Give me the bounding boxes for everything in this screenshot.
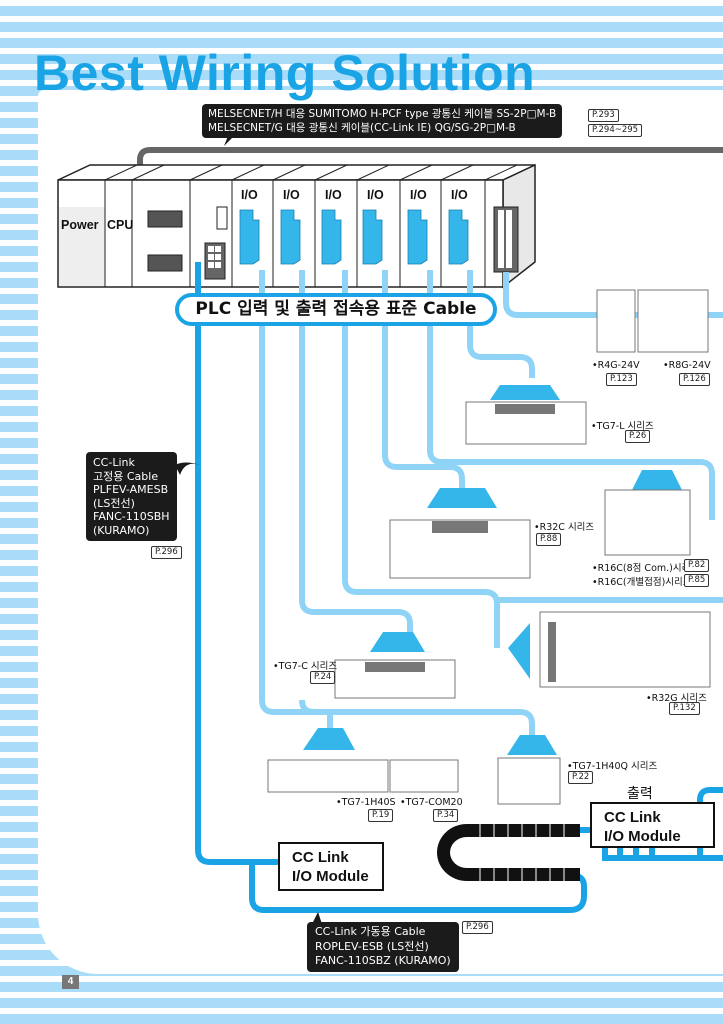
callout-line: FANC-110SBZ (KURAMO): [315, 954, 451, 967]
cc-link-fixed-callout: CC-Link 고정용 Cable PLFEV-AMESB (LS전선) FAN…: [86, 452, 177, 541]
cable-io-1: [259, 270, 535, 735]
plc-cable-label: PLC 입력 및 출력 접속용 표준 Cable: [175, 293, 497, 326]
cable-io-5: [427, 270, 715, 520]
callout-line: CC-Link: [93, 456, 135, 469]
device-tg7-1h40q: [497, 735, 561, 805]
callout-line: FANC-110SBH: [93, 510, 170, 523]
module-label: CC Link: [604, 809, 661, 826]
io-module-label: I/O: [410, 188, 427, 202]
module-label: I/O Module: [292, 868, 369, 885]
cable-io-4: [382, 270, 465, 488]
cc-link-moving-callout: CC-Link 가동용 Cable ROPLEV-ESB (LS전선) FANC…: [307, 922, 459, 972]
cable-terminal: [503, 272, 723, 318]
product-label: •TG7-COM20: [400, 797, 463, 808]
module-label: CC Link: [292, 849, 349, 866]
page-title: Best Wiring Solution: [34, 45, 536, 101]
product-label: •R16C(개별접점)시리즈: [592, 577, 692, 588]
page-ref[interactable]: P.294~295: [588, 124, 643, 137]
device-r8g: [637, 289, 709, 353]
page-number: 4: [62, 975, 79, 989]
page-ref[interactable]: P.82: [684, 559, 710, 572]
cc-link-io-module-left: CC Link I/O Module: [278, 842, 384, 891]
cable-io-2b: [299, 699, 315, 715]
output-label: 출력: [627, 786, 653, 802]
io-module-label: I/O: [241, 188, 258, 202]
io-module-label: I/O: [367, 188, 384, 202]
device-tg7-1h40s: [267, 728, 389, 793]
cc-link-fixed-cable: [195, 262, 280, 865]
product-label: •R16C(8점 Com.)시리즈: [592, 563, 700, 574]
device-r32g: [508, 611, 711, 688]
power-module-label: Power: [61, 218, 99, 232]
device-tg7-l: [465, 385, 587, 445]
device-r4g: [596, 289, 636, 353]
callout-pointer-bottom: [312, 912, 322, 924]
callout-pointer-left: [175, 462, 200, 475]
page-ref[interactable]: P.88: [536, 533, 562, 546]
page-ref[interactable]: P.293: [588, 109, 619, 122]
cc-link-io-module-right: CC Link I/O Module: [590, 802, 715, 848]
callout-line: 고정용 Cable: [93, 469, 159, 483]
io-connector-4: [362, 209, 383, 265]
page-ref[interactable]: P.19: [368, 809, 394, 822]
device-tg7-com20: [389, 759, 459, 793]
page-ref[interactable]: P.85: [684, 574, 710, 587]
io-module-label: I/O: [325, 188, 342, 202]
cable-chain: [437, 824, 580, 881]
optical-connector-1: [147, 210, 183, 228]
page-ref[interactable]: P.123: [606, 373, 637, 386]
page-ref[interactable]: P.22: [568, 771, 594, 784]
cable-io-3: [342, 270, 500, 648]
io-module-label: I/O: [283, 188, 300, 202]
cable-io-2: [299, 270, 413, 632]
product-label: •TG7-1H40Q 시리즈: [567, 761, 658, 772]
page-ref[interactable]: P.296: [151, 546, 182, 559]
io-module-label: I/O: [451, 188, 468, 202]
callout-line: ROPLEV-ESB (LS전선): [315, 939, 429, 953]
callout-pointer-top: [224, 136, 234, 146]
plc-rack: [57, 163, 536, 289]
right-module-outputs: [602, 787, 723, 861]
product-label: •TG7-L 시리즈: [591, 421, 654, 432]
io-connector-1: [239, 209, 260, 265]
callout-line: CC-Link 가동용 Cable: [315, 925, 426, 938]
callout-line: (KURAMO): [93, 523, 150, 537]
product-label: •R32C 시리즈: [534, 522, 595, 533]
status-leds: [216, 206, 228, 230]
io-connector-6: [448, 209, 469, 265]
optical-cable-callout: MELSECNET/H 대응 SUMITOMO H-PCF type 광통신 케…: [202, 104, 563, 138]
product-label: •R8G-24V: [663, 360, 711, 371]
device-r32c: [389, 488, 531, 579]
page-ref[interactable]: P.26: [625, 430, 651, 443]
product-label: •TG7-1H40S: [336, 797, 396, 808]
optical-cable: [137, 147, 723, 265]
io-connector-2: [280, 209, 301, 265]
io-connector-3: [321, 209, 342, 265]
io-connector-5: [407, 209, 428, 265]
product-label: •R4G-24V: [592, 360, 640, 371]
page-ref[interactable]: P.296: [462, 921, 493, 934]
product-label: •R32G 시리즈: [646, 693, 707, 704]
cable-io-6: [467, 270, 535, 378]
page-ref[interactable]: P.24: [310, 671, 336, 684]
optical-connector-2: [147, 254, 183, 272]
callout-line: PLFEV-AMESB: [93, 483, 169, 496]
page-ref[interactable]: P.126: [679, 373, 710, 386]
product-label: •TG7-C 시리즈: [273, 661, 338, 672]
device-tg7-c: [334, 632, 456, 699]
page-ref[interactable]: P.132: [669, 702, 700, 715]
device-r16c: [604, 470, 691, 556]
callout-line: MELSECNET/H 대응 SUMITOMO H-PCF type 광통신 케…: [208, 108, 557, 120]
callout-line: MELSECNET/G 대응 광통신 케이블(CC-Link IE) QG/SG…: [208, 122, 516, 134]
module-label: I/O Module: [604, 828, 681, 845]
cpu-module-label: CPU: [107, 218, 134, 232]
page-ref[interactable]: P.34: [433, 809, 459, 822]
callout-line: (LS전선): [93, 496, 135, 510]
